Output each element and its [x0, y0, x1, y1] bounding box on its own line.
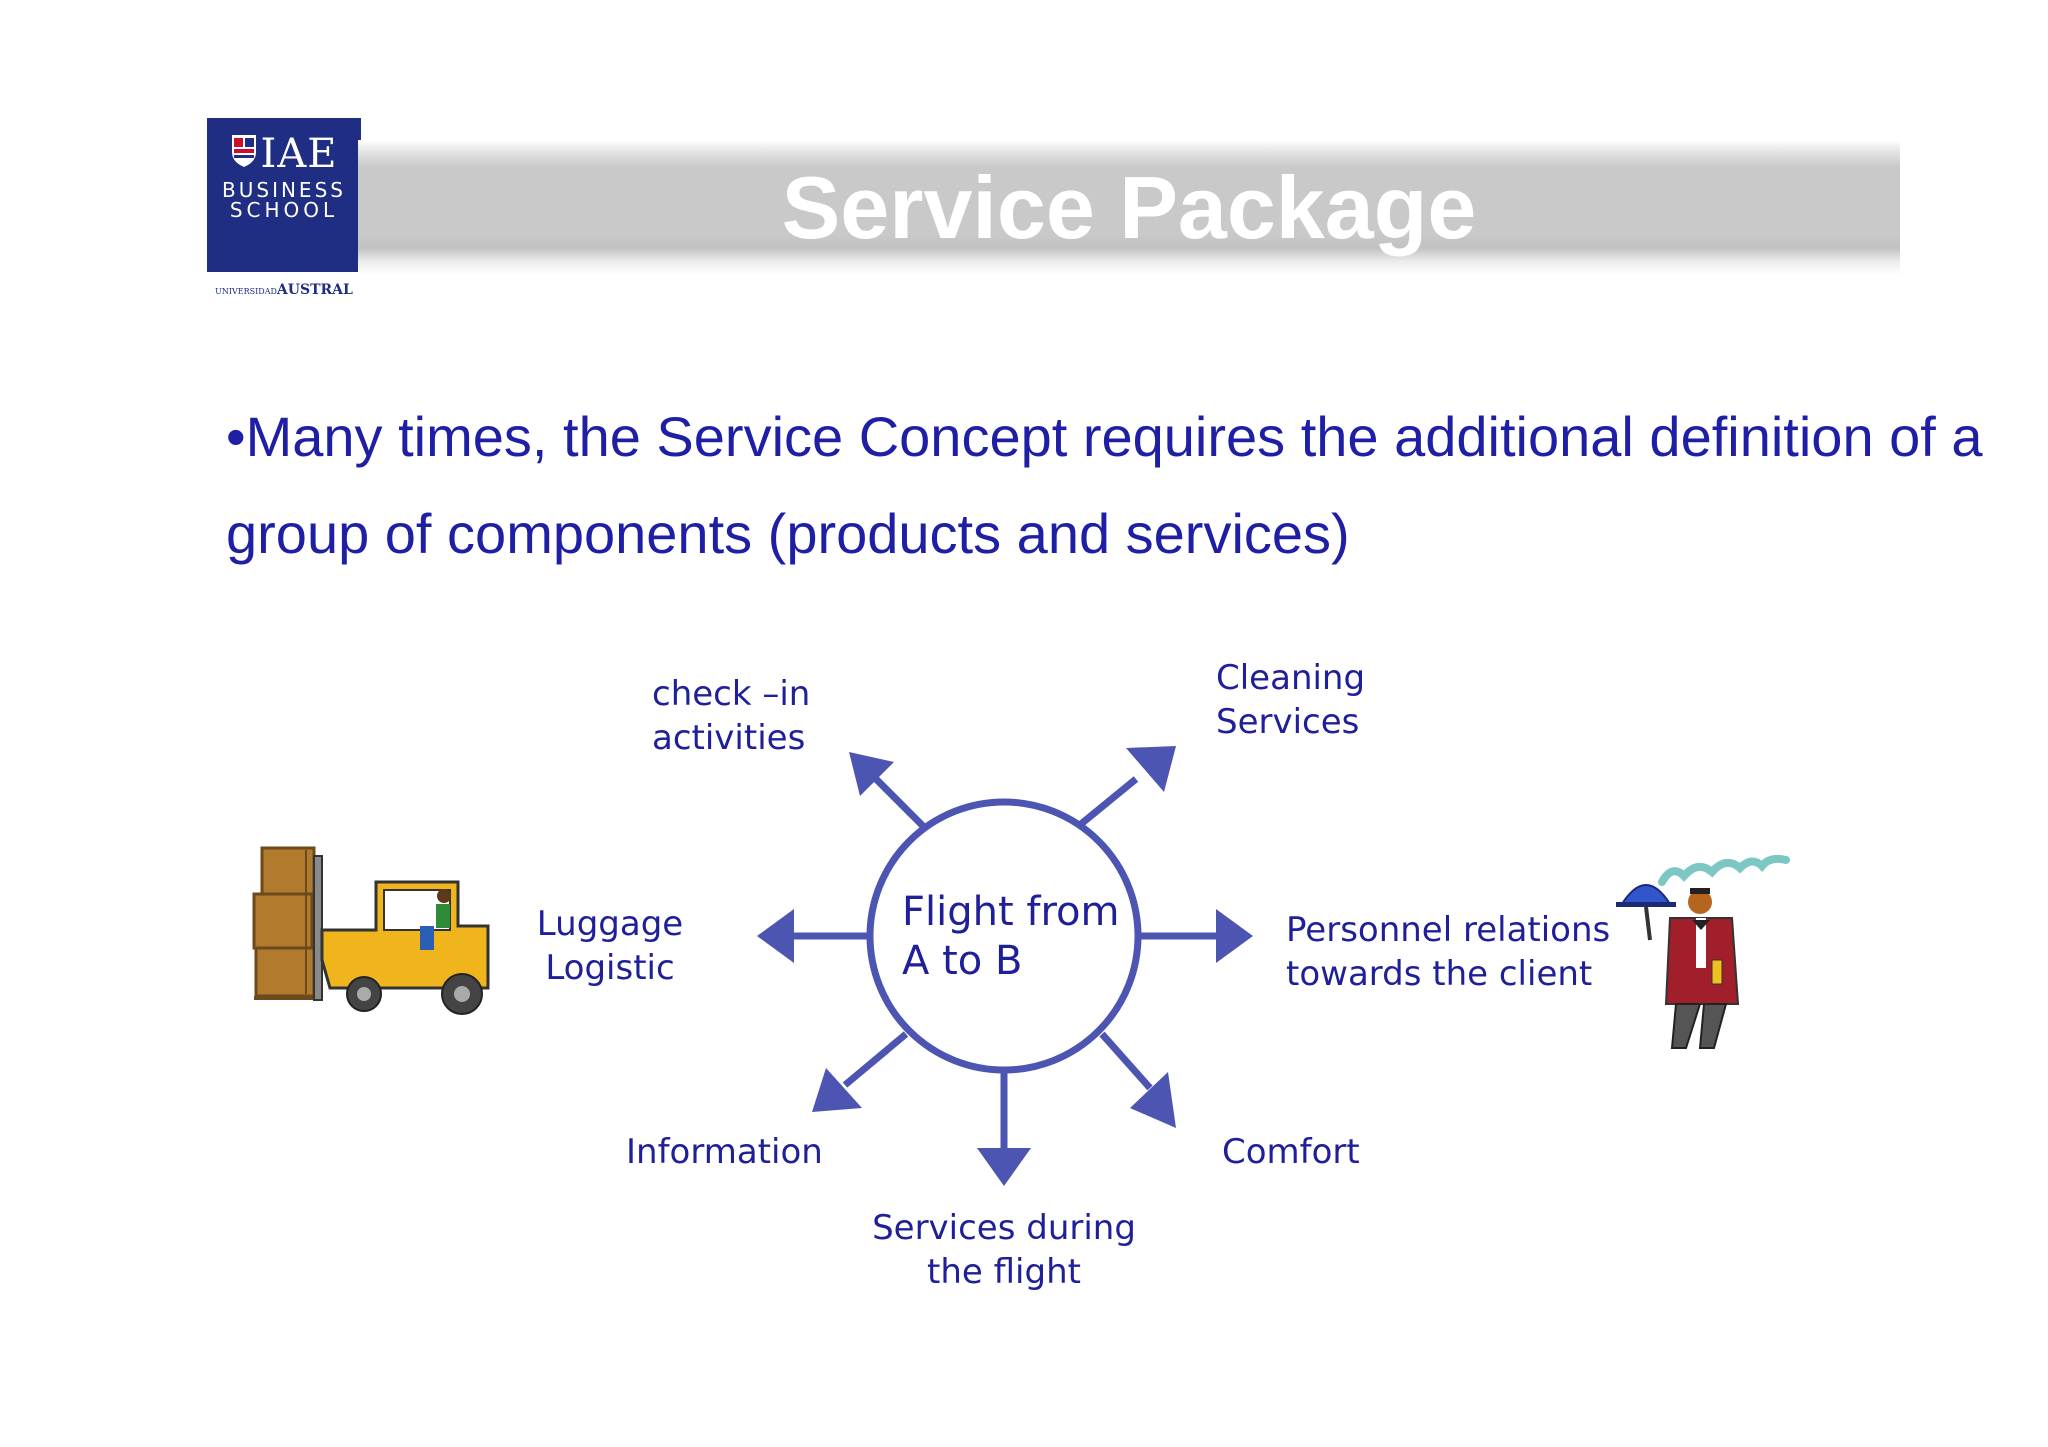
center-label-line2: A to B — [902, 938, 1023, 984]
node-services-flight: Services during the flight — [854, 1206, 1154, 1294]
bullet-text: •Many times, the Service Concept require… — [226, 405, 1983, 565]
arrow-checkin — [849, 752, 927, 830]
node-personnel: Personnel relations towards the client — [1286, 908, 1610, 996]
forklift-illustration — [252, 846, 490, 1015]
arrow-comfort — [1099, 1031, 1176, 1128]
logo-university: UNIVERSIDADAUSTRAL — [207, 282, 361, 298]
logo-line-school: SCHOOL — [229, 198, 339, 222]
waiter-illustration — [1616, 854, 1790, 1049]
node-services-flight-line2: the flight — [927, 1252, 1081, 1292]
node-checkin: check –in activities — [652, 672, 810, 760]
node-comfort-line1: Comfort — [1222, 1132, 1360, 1172]
node-cleaning-line1: Cleaning — [1216, 658, 1366, 698]
node-luggage: Luggage Logistic — [530, 902, 690, 990]
node-information-line1: Information — [626, 1132, 823, 1172]
logo-brand-text: IAE — [260, 131, 338, 177]
arrow-cleaning — [1078, 746, 1176, 827]
node-services-flight-line1: Services during — [872, 1208, 1136, 1248]
node-checkin-line1: check –in — [652, 674, 811, 714]
shield-icon — [231, 135, 256, 167]
node-comfort: Comfort — [1222, 1130, 1360, 1174]
node-personnel-line1: Personnel relations — [1286, 910, 1611, 950]
arrow-information — [812, 1031, 909, 1112]
arrow-personnel — [1138, 909, 1253, 963]
iae-logo: IAE BUSINESS SCHOOL — [207, 118, 361, 272]
node-luggage-line1: Luggage — [536, 904, 684, 944]
node-cleaning-line2: Services — [1216, 702, 1360, 742]
arrow-services-flight — [977, 1070, 1031, 1186]
node-luggage-line2: Logistic — [545, 948, 675, 988]
node-cleaning: Cleaning Services — [1216, 656, 1365, 744]
logo-line-business: BUSINESS — [222, 178, 346, 202]
logo-university-prefix: UNIVERSIDAD — [215, 287, 277, 296]
center-label: Flight from A to B — [902, 888, 1119, 986]
node-personnel-line2: towards the client — [1286, 954, 1593, 994]
logo-brand: IAE — [207, 134, 361, 174]
title-band — [358, 140, 1900, 275]
node-checkin-line2: activities — [652, 718, 806, 758]
logo-university-name: AUSTRAL — [276, 282, 353, 298]
slide-title: Service Package — [781, 158, 1477, 257]
center-label-line1: Flight from — [902, 889, 1120, 935]
node-information: Information — [626, 1130, 823, 1174]
arrow-luggage — [757, 909, 870, 963]
